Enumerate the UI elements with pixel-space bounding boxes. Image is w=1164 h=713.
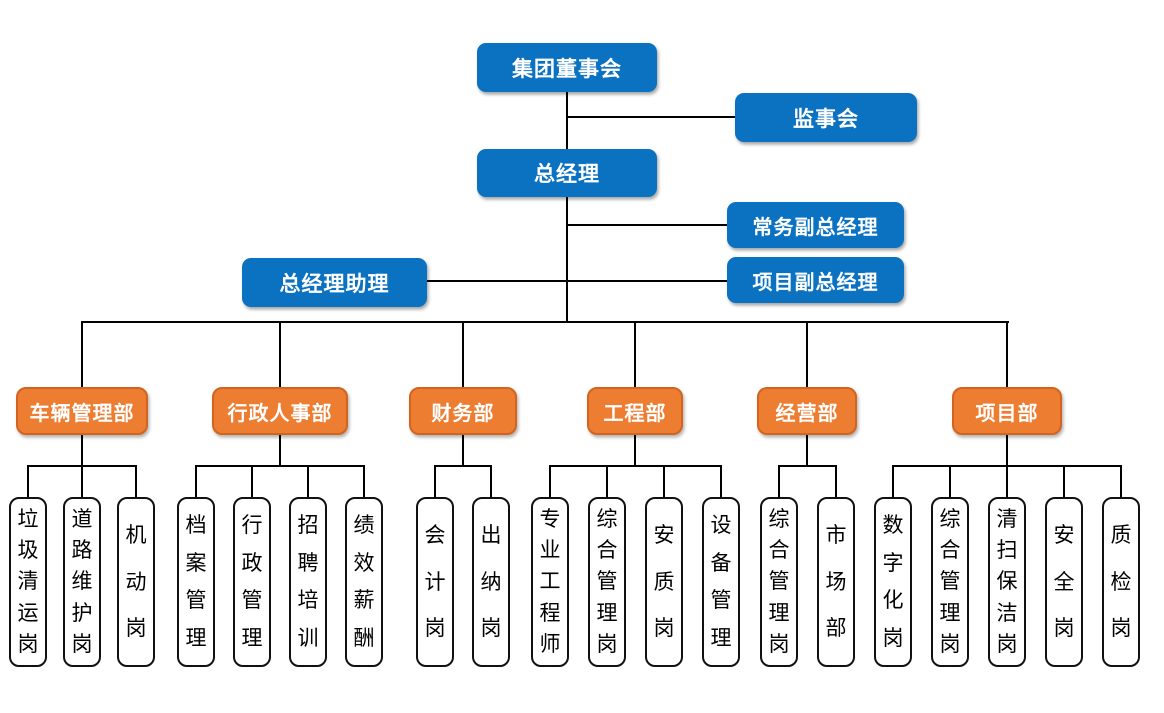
gm-assistant-node: 总经理助理 (242, 258, 427, 307)
position-node: 综合管理岗 (931, 497, 969, 667)
connector-line (81, 321, 83, 387)
project-deputy-gm-node: 项目副总经理 (727, 257, 904, 303)
connector-line (279, 435, 281, 466)
position-node: 机动岗 (117, 497, 155, 667)
connector-line (363, 465, 365, 497)
position-node: 设备管理 (702, 497, 740, 667)
connector-line (195, 465, 365, 467)
position-node: 数字化岗 (874, 497, 912, 667)
position-node: 安全岗 (1045, 497, 1083, 667)
dept-node-hr-admin: 行政人事部 (212, 387, 348, 435)
connector-line (195, 465, 197, 497)
node-label: 总经理助理 (279, 272, 390, 296)
connector-line (462, 435, 464, 466)
position-node: 清扫保洁岗 (988, 497, 1026, 667)
node-label: 集团董事会 (512, 57, 622, 81)
position-node: 市场部 (817, 497, 855, 667)
connector-line (279, 321, 281, 387)
connector-line (1006, 321, 1008, 387)
position-node: 绩效薪酬 (345, 497, 383, 667)
connector-line (549, 465, 722, 467)
connector-line (135, 465, 137, 497)
position-node: 道路维护岗 (63, 497, 101, 667)
connector-line (634, 435, 636, 466)
connector-line (806, 321, 808, 387)
connector-line (307, 465, 309, 497)
position-node: 档案管理 (177, 497, 215, 667)
board-of-directors-node: 集团董事会 (477, 43, 657, 92)
connector-line (81, 435, 83, 466)
general-manager-node: 总经理 (477, 149, 657, 197)
connector-line (549, 465, 551, 497)
connector-line (81, 465, 83, 497)
position-node: 综合管理岗 (760, 497, 798, 667)
position-node: 安质岗 (645, 497, 683, 667)
dept-node-finance: 财务部 (409, 387, 517, 435)
position-node: 会计岗 (416, 497, 454, 667)
supervisory-board-node: 监事会 (735, 93, 917, 142)
node-label: 项目部 (975, 402, 1039, 425)
node-label: 常务副总经理 (752, 216, 879, 239)
position-node: 综合管理岗 (588, 497, 626, 667)
connector-line (81, 321, 1009, 323)
executive-deputy-gm-node: 常务副总经理 (727, 202, 904, 248)
dept-node-operations: 经营部 (757, 387, 857, 435)
connector-line (567, 116, 735, 118)
connector-line (1063, 465, 1065, 497)
connector-line (490, 465, 492, 497)
connector-line (566, 92, 568, 149)
connector-line (949, 465, 951, 497)
node-label: 工程部 (603, 402, 667, 425)
connector-line (462, 321, 464, 387)
connector-line (892, 465, 894, 497)
connector-line (434, 465, 492, 467)
node-label: 财务部 (431, 402, 495, 425)
node-label: 监事会 (793, 107, 859, 131)
node-label: 行政人事部 (227, 402, 333, 425)
connector-line (606, 465, 608, 497)
connector-line (778, 465, 837, 467)
position-node: 招聘培训 (289, 497, 327, 667)
dept-node-vehicle-management: 车辆管理部 (16, 387, 148, 435)
dept-node-project: 项目部 (952, 387, 1062, 435)
connector-line (778, 465, 780, 497)
connector-line (835, 465, 837, 497)
connector-line (806, 435, 808, 466)
connector-line (567, 224, 727, 226)
node-label: 车辆管理部 (29, 402, 135, 425)
dept-node-engineering: 工程部 (587, 387, 683, 435)
connector-line (251, 465, 253, 497)
connector-line (566, 197, 568, 323)
connector-line (720, 465, 722, 497)
node-label: 经营部 (775, 402, 839, 425)
connector-line (634, 321, 636, 387)
connector-line (1006, 465, 1008, 497)
connector-line (427, 280, 727, 282)
connector-line (1120, 465, 1122, 497)
position-node: 出纳岗 (472, 497, 510, 667)
position-node: 专业工程师 (531, 497, 569, 667)
node-label: 项目副总经理 (752, 271, 879, 294)
connector-line (1006, 435, 1008, 466)
connector-line (27, 465, 29, 497)
node-label: 总经理 (534, 163, 600, 186)
position-node: 垃圾清运岗 (9, 497, 47, 667)
position-node: 质检岗 (1102, 497, 1140, 667)
position-node: 行政管理 (233, 497, 271, 667)
connector-line (663, 465, 665, 497)
connector-line (434, 465, 436, 497)
